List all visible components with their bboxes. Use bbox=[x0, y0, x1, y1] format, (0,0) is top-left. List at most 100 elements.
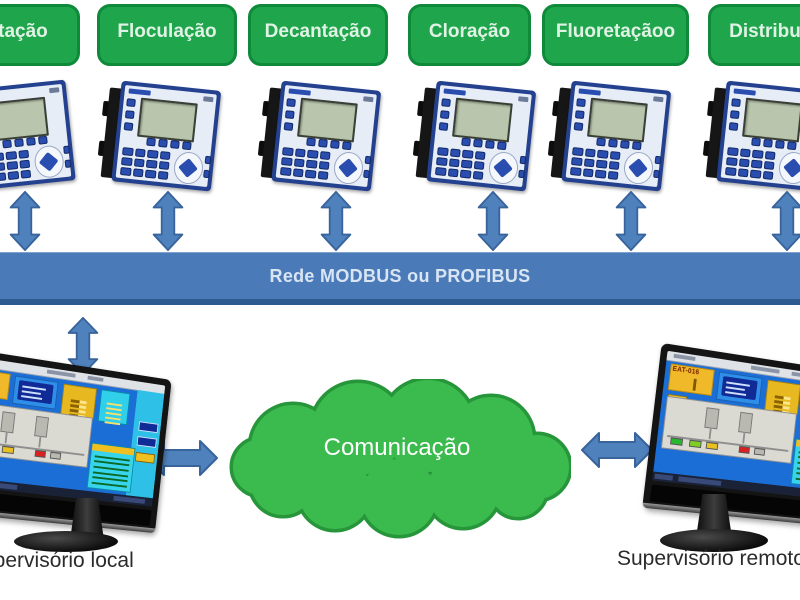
stage-box-distribuicao: Distribuição bbox=[708, 4, 800, 66]
plc-hmi-controller bbox=[412, 79, 539, 197]
plc-brand-logo bbox=[578, 88, 601, 96]
bus-label: Rede MODBUS ou PROFIBUS bbox=[269, 265, 531, 286]
filter-tank-icon bbox=[33, 415, 50, 439]
plc-function-key bbox=[576, 98, 586, 108]
plc-model-text bbox=[518, 96, 529, 103]
scada-station-tag: EAT-016 bbox=[672, 365, 700, 377]
plc-function-key bbox=[441, 98, 451, 108]
plc-numeric-keypad bbox=[569, 147, 621, 184]
plc-bus-double-arrow-icon bbox=[475, 190, 511, 252]
scada-screen: EAT-016 bbox=[652, 350, 800, 503]
communication-cloud: Comunicação bbox=[223, 376, 573, 541]
plc-front-panel bbox=[0, 79, 76, 191]
plc-bus-double-arrow-icon bbox=[769, 190, 800, 252]
plc-function-key bbox=[728, 122, 739, 131]
filter-tank-icon bbox=[0, 410, 16, 434]
pump-icon bbox=[49, 452, 62, 460]
plc-brand-logo bbox=[288, 88, 311, 96]
plc-hmi-controller bbox=[0, 79, 79, 197]
plc-numeric-keypad bbox=[724, 147, 776, 184]
plc-nav-pad bbox=[777, 150, 800, 186]
plc-side-key bbox=[203, 169, 210, 179]
pump-icon bbox=[1, 446, 15, 454]
plc-side-key bbox=[518, 169, 525, 179]
plc-front-panel bbox=[111, 80, 222, 192]
stage-box-fluoretacao: Fluoretaçãoo bbox=[542, 4, 689, 66]
monitor-stand-base bbox=[660, 529, 768, 552]
pump-icon bbox=[705, 442, 719, 450]
plc-function-key bbox=[286, 98, 296, 108]
antenna-icon bbox=[692, 378, 697, 391]
plc-model-text bbox=[48, 87, 60, 94]
plc-nav-diamond-icon bbox=[783, 158, 800, 178]
plc-function-key bbox=[573, 122, 584, 131]
plc-lcd-screen bbox=[742, 97, 800, 143]
pump-icon bbox=[688, 440, 702, 448]
plc-function-key bbox=[126, 98, 136, 108]
plc-lcd-screen bbox=[0, 96, 49, 142]
stage-box-floculacao: Floculação bbox=[97, 4, 237, 66]
filter-tank-icon bbox=[737, 411, 754, 435]
plc-nav-diamond-icon bbox=[493, 158, 513, 178]
plc-side-key bbox=[64, 159, 72, 168]
plc-lcd-screen bbox=[137, 97, 198, 143]
stage-box-cloracao: Cloração bbox=[408, 4, 531, 66]
plc-front-panel bbox=[716, 80, 800, 192]
plc-numeric-keypad bbox=[0, 149, 32, 187]
pump-icon bbox=[753, 448, 766, 456]
scada-info-panel bbox=[11, 375, 59, 410]
plc-brand-logo bbox=[733, 88, 756, 96]
scada-info-panel bbox=[715, 371, 763, 406]
plc-side-key bbox=[654, 155, 662, 165]
plc-side-key bbox=[653, 169, 660, 179]
plc-brand-logo bbox=[128, 88, 151, 96]
plc-nav-diamond-icon bbox=[38, 151, 59, 172]
plc-function-key bbox=[124, 110, 135, 120]
scada-station-card: EAT-016 bbox=[667, 363, 716, 397]
plc-side-key bbox=[204, 155, 212, 165]
plc-front-panel bbox=[561, 80, 672, 192]
plc-nav-diamond-icon bbox=[628, 158, 648, 178]
plc-function-key bbox=[123, 122, 134, 131]
plc-lcd-screen bbox=[297, 97, 358, 143]
plc-function-key bbox=[438, 122, 449, 131]
plc-bus-double-arrow-icon bbox=[318, 190, 354, 252]
scada-values-list bbox=[97, 389, 131, 426]
pump-icon bbox=[738, 446, 751, 454]
plc-brand-logo bbox=[443, 88, 466, 96]
plc-nav-diamond-icon bbox=[178, 158, 198, 178]
plc-function-key bbox=[283, 122, 294, 131]
plc-side-key bbox=[63, 145, 70, 155]
plc-lcd-screen bbox=[452, 97, 513, 143]
cloud-shape-icon bbox=[229, 376, 573, 539]
pipe-line bbox=[666, 434, 789, 452]
plc-hmi-controller bbox=[547, 79, 674, 197]
cloud-label: Comunicação bbox=[323, 434, 471, 461]
plc-model-text bbox=[203, 96, 214, 103]
stage-box-captacao: Captação bbox=[0, 4, 80, 66]
plc-lcd-screen bbox=[587, 97, 648, 143]
plc-nav-pad bbox=[332, 150, 365, 186]
plc-front-panel bbox=[271, 80, 382, 192]
pump-icon bbox=[34, 450, 47, 458]
plc-model-text bbox=[653, 96, 664, 103]
pump-icon bbox=[670, 437, 683, 446]
scada-station-card: EAT-016 bbox=[0, 367, 12, 401]
plc-function-key bbox=[574, 110, 585, 120]
plc-nav-pad bbox=[487, 150, 520, 186]
monitor-stand-base bbox=[14, 531, 118, 552]
plc-front-panel bbox=[426, 80, 537, 192]
plc-numeric-keypad bbox=[279, 147, 331, 184]
remote-monitor-caption: Supervisório remoto bbox=[617, 547, 800, 570]
plc-nav-pad bbox=[33, 144, 66, 180]
plc-hmi-controller bbox=[702, 79, 800, 197]
plc-side-key bbox=[364, 155, 372, 165]
plc-model-text bbox=[363, 96, 374, 103]
plc-bus-double-arrow-icon bbox=[7, 190, 43, 252]
filter-tank-icon bbox=[704, 406, 720, 430]
plc-nav-pad bbox=[172, 150, 205, 186]
local-monitor-caption: Supervisório local bbox=[0, 549, 134, 572]
plc-function-key bbox=[729, 110, 740, 120]
plc-nav-diamond-icon bbox=[338, 158, 358, 178]
